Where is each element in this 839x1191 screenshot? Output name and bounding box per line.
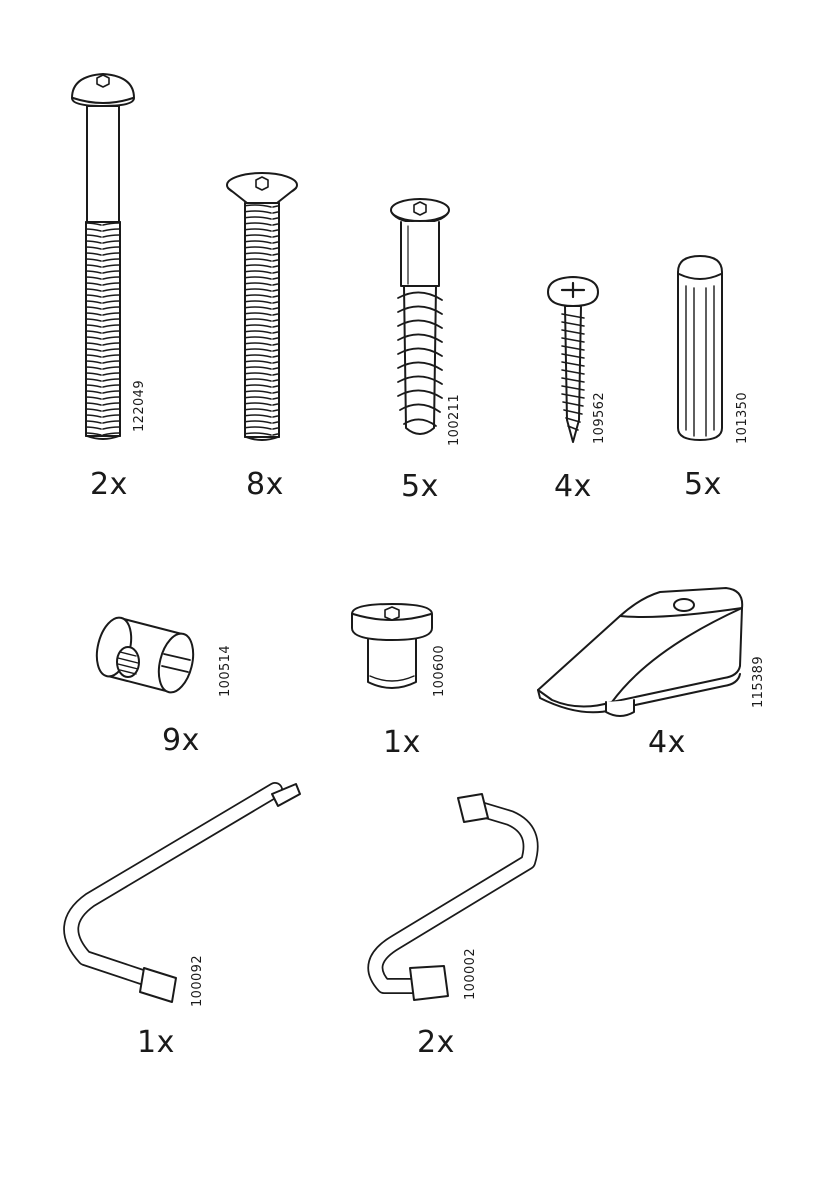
wedge-bracket-icon (538, 588, 742, 716)
part-number: 115389 (752, 656, 765, 708)
qty-label: 4x (554, 472, 592, 502)
confirmat-screw-icon (391, 199, 449, 434)
qty-label: 2x (90, 470, 128, 500)
qty-label: 5x (684, 470, 722, 500)
pan-head-screw-icon (548, 277, 598, 442)
part-number: 109562 (593, 392, 606, 444)
part-number: 122049 (133, 380, 146, 432)
part-number: 100211 (448, 394, 461, 446)
qty-label: 1x (137, 1028, 175, 1058)
part-number: 101350 (736, 392, 749, 444)
cap-nut-icon (352, 604, 432, 688)
wooden-dowel-icon (678, 256, 722, 440)
short-allen-key-icon (375, 794, 530, 1000)
qty-label: 5x (401, 472, 439, 502)
long-allen-key-icon (71, 784, 300, 1002)
countersunk-bolt-icon (227, 173, 297, 440)
qty-label: 8x (246, 470, 284, 500)
qty-label: 4x (648, 728, 686, 758)
qty-label: 2x (417, 1028, 455, 1058)
barrel-nut-icon (91, 614, 199, 696)
qty-label: 1x (383, 728, 421, 758)
part-number: 100002 (464, 948, 477, 1000)
part-number: 100600 (433, 645, 446, 697)
part-number: 100092 (191, 955, 204, 1007)
part-number: 100514 (219, 645, 232, 697)
qty-label: 9x (162, 726, 200, 756)
button-head-bolt-icon (72, 74, 134, 439)
